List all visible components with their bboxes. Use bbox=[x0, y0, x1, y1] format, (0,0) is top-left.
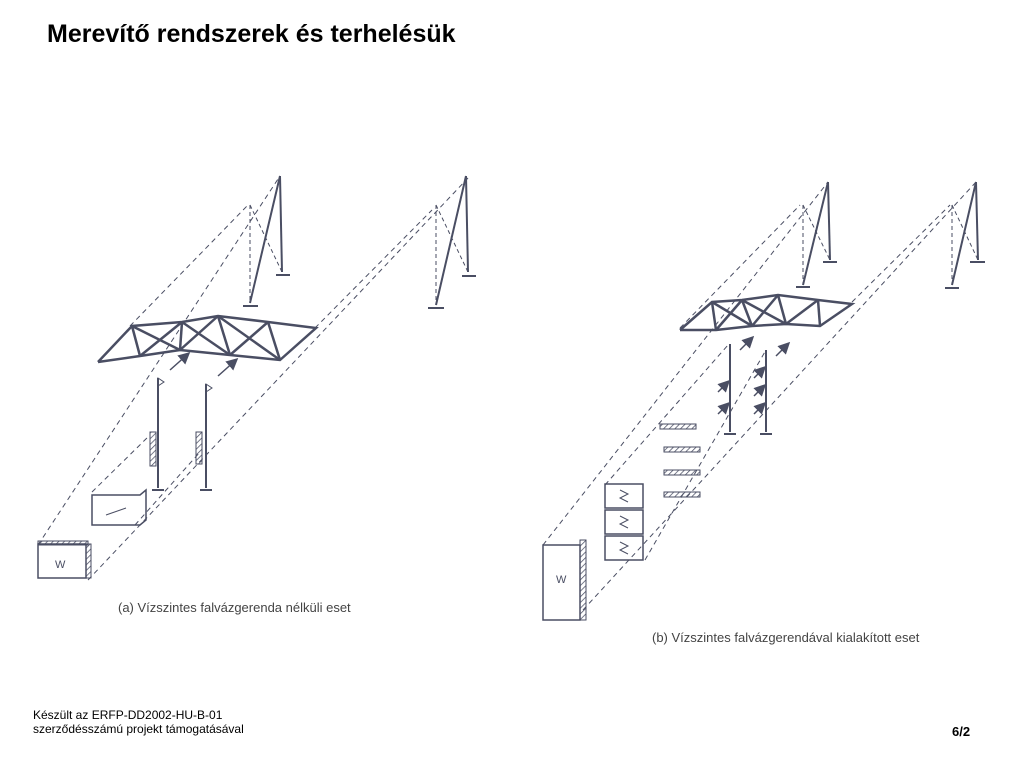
page-title: Merevítő rendszerek és terhelésük bbox=[47, 20, 456, 48]
footer-credit: Készült az ERFP-DD2002-HU-B-01 szerződés… bbox=[33, 708, 244, 736]
diagram-b bbox=[542, 181, 985, 621]
load-label-b: W bbox=[556, 574, 567, 586]
load-label-a: W bbox=[55, 559, 66, 571]
caption-a: (a) Vízszintes falvázgerenda nélküli ese… bbox=[118, 600, 351, 615]
page-number: 6/2 bbox=[952, 724, 971, 739]
footer-line-2: szerződésszámú projekt támogatásával bbox=[33, 722, 244, 736]
caption-b: (b) Vízszintes falvázgerendával kialakít… bbox=[652, 630, 920, 645]
diagram-a bbox=[37, 175, 476, 581]
footer-line-1: Készült az ERFP-DD2002-HU-B-01 bbox=[33, 708, 223, 722]
